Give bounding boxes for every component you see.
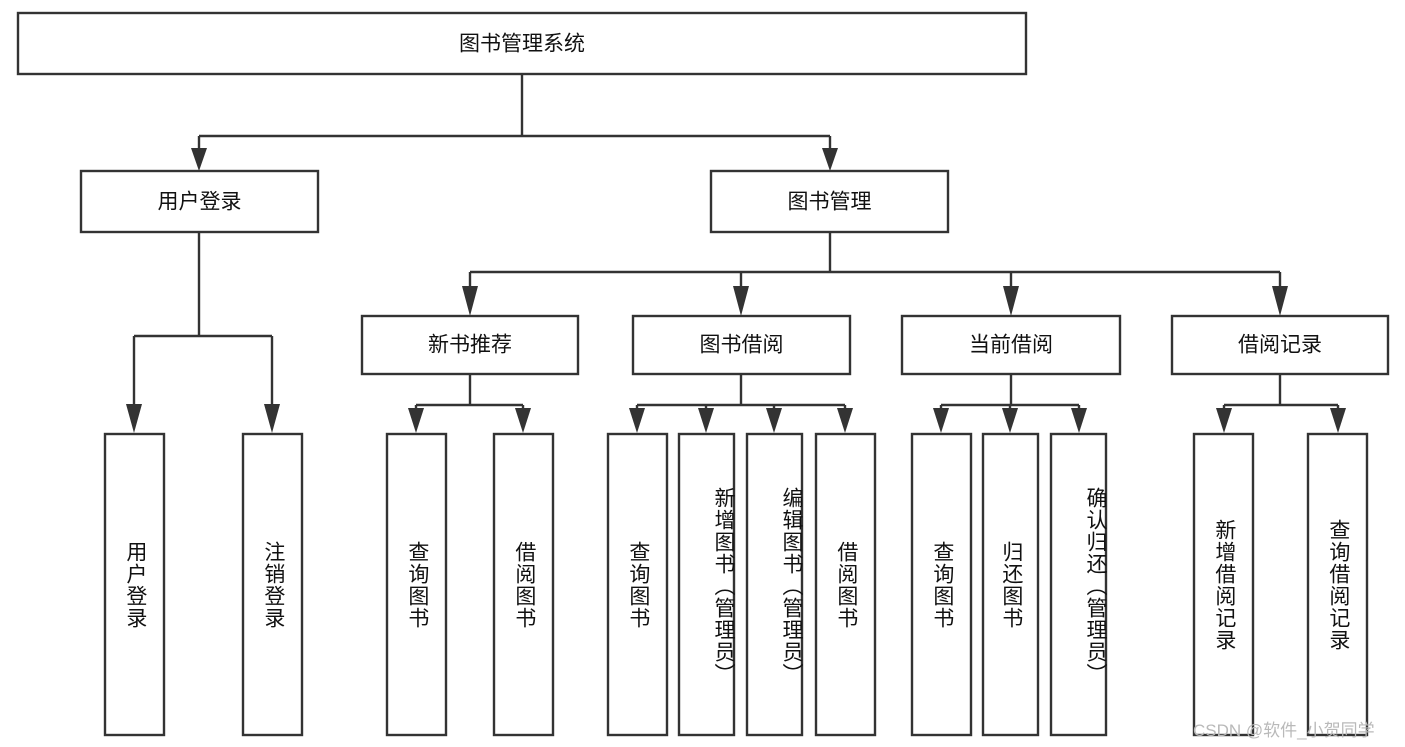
leaf-book-borrow-3[interactable] (745, 432, 804, 737)
nodes-layer: 图书管理系统 用户登录 图书管理 新书推荐 图书借阅 当前借阅 借阅记录 (16, 11, 1390, 737)
leaf-borrow-record-2[interactable] (1306, 432, 1369, 737)
csdn-watermark: CSDN @软件_小贺同学 (1193, 721, 1375, 740)
node-user-login-label: 用户登录 (158, 191, 242, 214)
node-current-borrow-label: 当前借阅 (969, 334, 1053, 357)
node-book-borrow-label: 图书借阅 (700, 334, 784, 357)
arrow-borrow-record-leaf-1 (1216, 408, 1232, 433)
arrow-book-borrow-leaf-4 (837, 408, 853, 433)
arrow-root-to-book-manage (822, 148, 838, 171)
arrow-borrow-record-leaf-2 (1330, 408, 1346, 433)
leaf-book-borrow-4[interactable] (814, 432, 877, 737)
arrow-user-login-leaf-1 (126, 404, 142, 433)
leaf-new-book-1[interactable] (385, 432, 448, 737)
arrow-new-book-leaf-2 (515, 408, 531, 433)
arrow-book-borrow-leaf-1 (629, 408, 645, 433)
leaf-user-login-1[interactable] (103, 432, 166, 737)
leaf-user-login-2[interactable] (241, 432, 304, 737)
arrow-book-borrow-leaf-2 (698, 408, 714, 433)
node-current-borrow[interactable] (900, 314, 1122, 376)
node-user-login[interactable] (79, 169, 320, 234)
node-new-book-recommend-label: 新书推荐 (428, 334, 512, 357)
node-book-management-label: 图书管理 (788, 191, 872, 214)
arrow-to-book-borrow (733, 286, 749, 316)
arrow-new-book-leaf-1 (408, 408, 424, 433)
leaf-current-borrow-3[interactable] (1049, 432, 1108, 737)
leaf-book-borrow-1[interactable] (606, 432, 669, 737)
node-borrow-record[interactable] (1170, 314, 1390, 376)
leaf-book-borrow-2[interactable] (677, 432, 736, 737)
node-root-book-management-system[interactable] (16, 11, 1028, 76)
arrow-to-current-borrow (1003, 286, 1019, 316)
arrow-current-borrow-leaf-1 (933, 408, 949, 433)
node-root-label: 图书管理系统 (459, 33, 585, 56)
arrow-book-borrow-leaf-3 (766, 408, 782, 433)
leaf-new-book-2[interactable] (492, 432, 555, 737)
arrow-current-borrow-leaf-2 (1002, 408, 1018, 433)
leaf-current-borrow-1[interactable] (910, 432, 973, 737)
arrow-current-borrow-leaf-3 (1071, 408, 1087, 433)
edges-layer (126, 74, 1346, 433)
arrow-to-new-book-recommend (462, 286, 478, 316)
arrow-user-login-leaf-2 (264, 404, 280, 433)
leaf-borrow-record-1[interactable] (1192, 432, 1255, 737)
node-book-borrow[interactable] (631, 314, 852, 376)
arrow-root-to-user-login (191, 148, 207, 171)
node-borrow-record-label: 借阅记录 (1238, 334, 1322, 357)
arrow-to-borrow-record (1272, 286, 1288, 316)
node-book-management[interactable] (709, 169, 950, 234)
node-new-book-recommend[interactable] (360, 314, 580, 376)
leaf-current-borrow-2[interactable] (981, 432, 1040, 737)
